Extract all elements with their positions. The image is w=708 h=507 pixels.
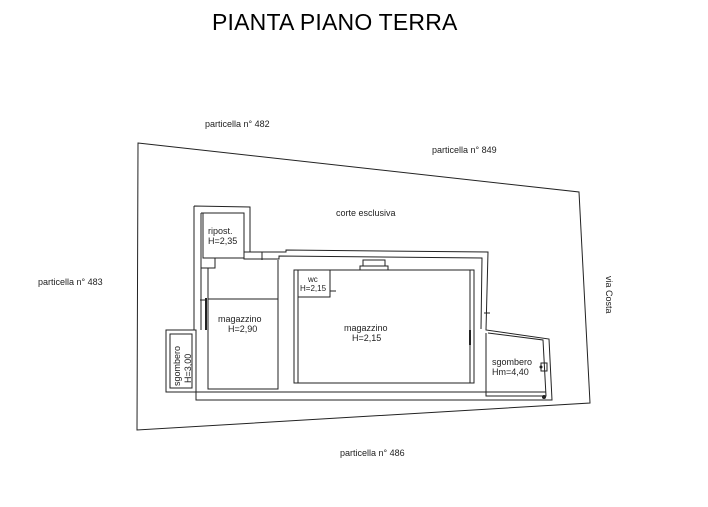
room-sgombero-right-height: Hm=4,40 <box>492 366 529 377</box>
room-magazzino-main: magazzino H=2,15 <box>344 323 388 344</box>
parcel-label-west: particella n° 483 <box>38 277 103 287</box>
parcel-label-north-east: particella n° 849 <box>432 145 497 155</box>
court-label: corte esclusiva <box>336 208 396 218</box>
plan-title: PIANTA PIANO TERRA <box>212 9 458 35</box>
room-wc: wc H=2,15 <box>300 275 327 294</box>
room-magazzino-main-height: H=2,15 <box>352 332 382 343</box>
ripost-room-outline <box>202 212 245 259</box>
step <box>362 259 386 267</box>
room-sgombero-left-height: H=3,00 <box>183 353 193 383</box>
parcel-label-south: particella n° 486 <box>340 448 405 458</box>
room-ripost: ripost. H=2,35 <box>208 226 238 247</box>
room-magazzino-left-name: magazzino <box>218 314 262 324</box>
left-magazzino-outline <box>208 257 216 269</box>
room-wc-name: wc <box>308 275 318 284</box>
room-sgombero-right-name: sgombero <box>492 357 533 367</box>
left-magazzino-room <box>207 298 279 390</box>
sgombero-left-room <box>165 329 197 393</box>
room-wc-height: H=2,15 <box>300 283 327 293</box>
property-boundary <box>136 142 591 431</box>
room-ripost-name: ripost. <box>208 226 233 236</box>
room-sgombero-right: sgombero Hm=4,40 <box>492 357 533 378</box>
wc-room <box>297 269 331 298</box>
street-label: via Costa <box>604 276 614 314</box>
parcel-label-north-west: particella n° 482 <box>205 119 270 129</box>
room-magazzino-left: magazzino H=2,90 <box>218 314 262 335</box>
sgombero-right-outline <box>485 332 547 397</box>
building-inner-wall <box>201 212 483 330</box>
room-magazzino-main-name: magazzino <box>344 323 388 333</box>
room-ripost-height: H=2,35 <box>208 235 238 246</box>
room-sgombero-left-name: sgombero <box>172 345 182 386</box>
room-magazzino-left-height: H=2,90 <box>228 323 258 334</box>
